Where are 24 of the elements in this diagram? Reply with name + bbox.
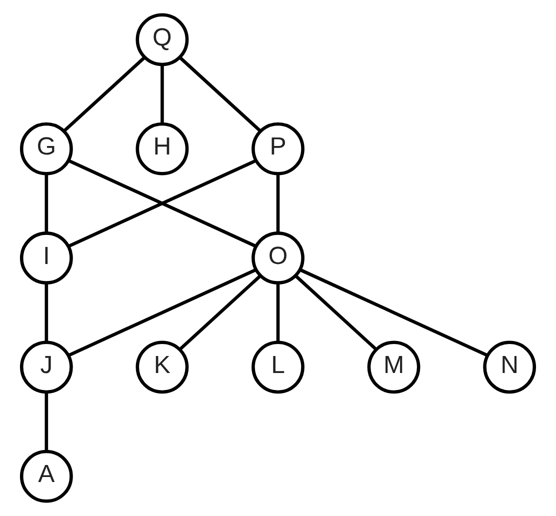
node-circle: O: [252, 232, 304, 284]
connector: [178, 274, 262, 351]
node-circle: G: [20, 122, 73, 176]
connector: [68, 268, 256, 357]
connector: [276, 283, 280, 342]
node-circle: A: [20, 450, 73, 503]
node-circle: N: [483, 340, 536, 394]
node-circle: H: [136, 122, 189, 176]
node-circle: I: [20, 232, 73, 284]
connector: [178, 56, 262, 132]
connector: [44, 392, 48, 452]
connector: [160, 64, 164, 124]
node-circle: Q: [136, 13, 189, 66]
connector: [44, 174, 48, 233]
connector: [276, 174, 280, 233]
connector: [294, 274, 378, 351]
connector: [300, 268, 488, 357]
connector: [44, 283, 48, 342]
node-circle: M: [367, 340, 420, 394]
node-circle: K: [136, 340, 189, 394]
node-circle: L: [252, 340, 304, 394]
node-circle: J: [20, 340, 73, 394]
node-circle: P: [252, 122, 304, 176]
connector: [63, 56, 146, 132]
